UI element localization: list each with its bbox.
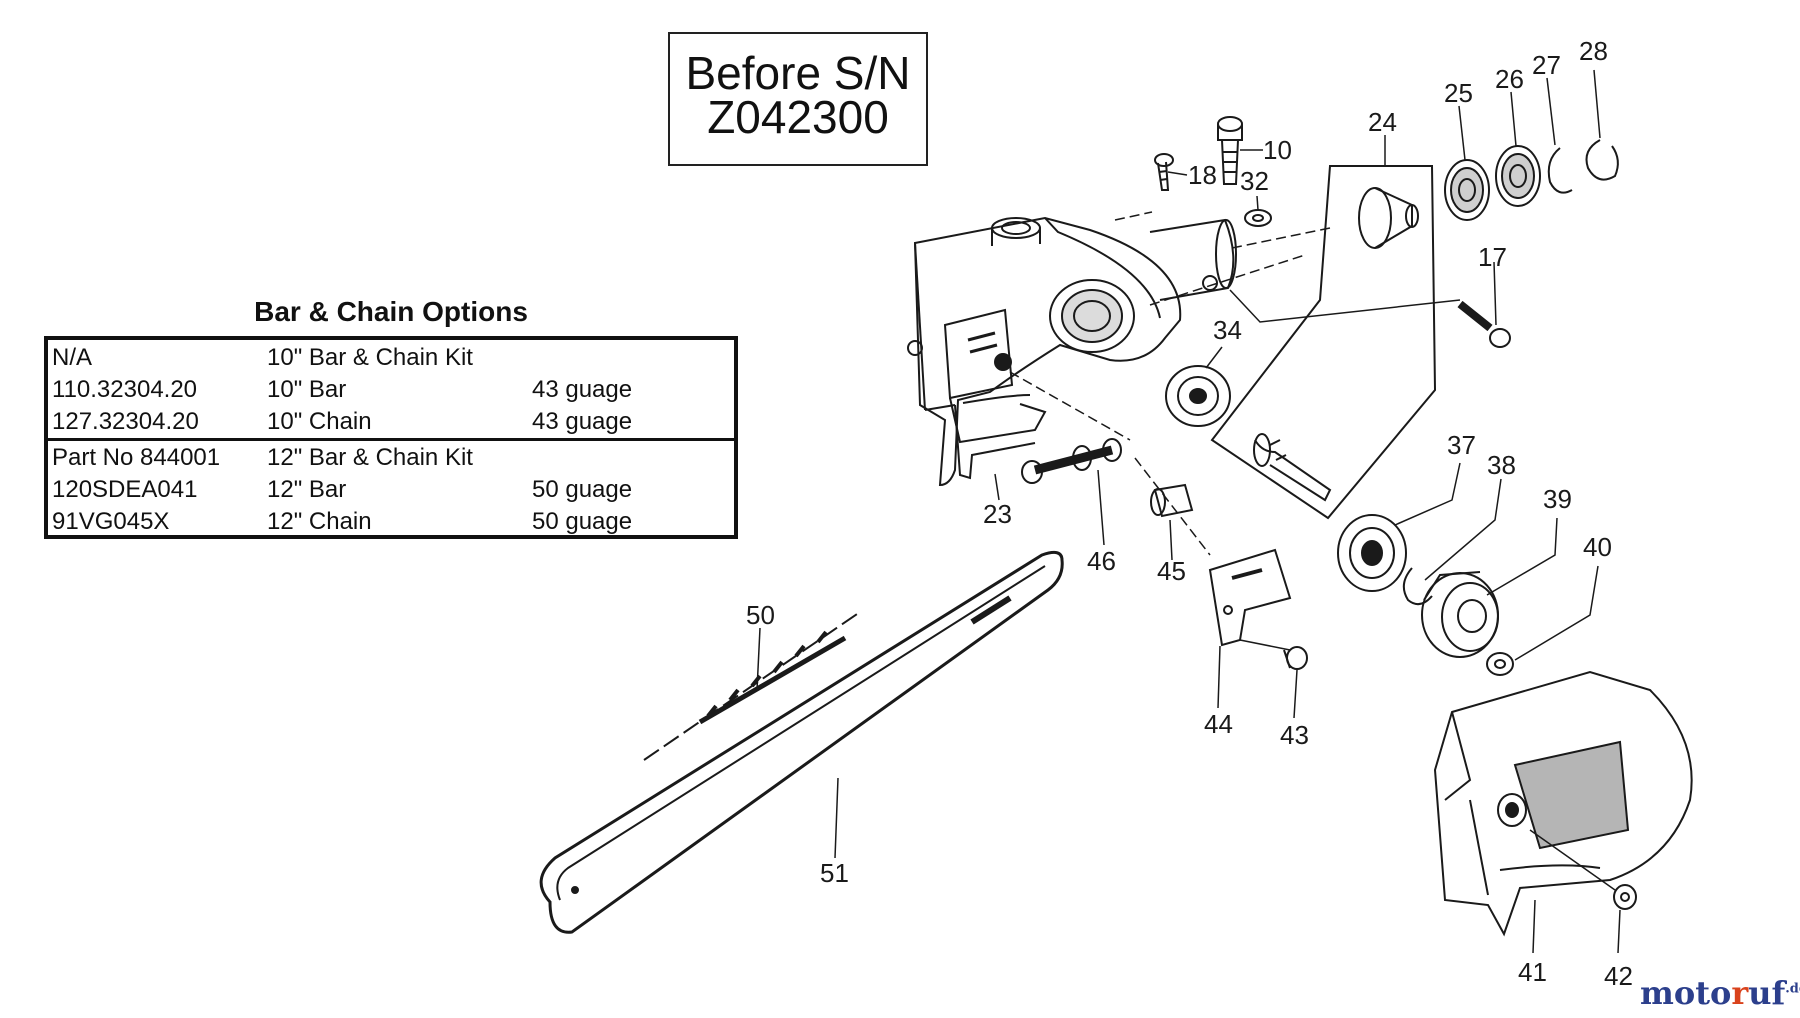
gauge-cell: 50 guage	[532, 508, 633, 535]
part-37-bearing	[1337, 514, 1407, 592]
callout-38: 38	[1487, 450, 1516, 480]
description-cell: 10" Bar	[267, 376, 347, 403]
description-cell: 12" Bar	[267, 476, 347, 503]
part-28-snap-ring	[1585, 139, 1619, 181]
table-row: 120SDEA041 12" Bar 50 guage	[48, 473, 734, 506]
callout-51: 51	[820, 858, 849, 888]
callout-42: 42	[1604, 961, 1633, 991]
callout-23: 23	[983, 499, 1012, 529]
part-25-bearing	[1444, 159, 1490, 221]
callout-43: 43	[1280, 720, 1309, 750]
part-42-nut	[1613, 884, 1637, 910]
callout-39: 39	[1543, 484, 1572, 514]
description-cell: 10" Chain	[267, 408, 372, 435]
part-43-adjuster	[1283, 646, 1308, 670]
part-50-saw-chain	[643, 611, 861, 761]
options-group-10in: N/A 10" Bar & Chain Kit 110.32304.20 10"…	[48, 340, 734, 441]
table-row: 91VG045X 12" Chain 50 guage	[48, 505, 734, 538]
logo-text-accent: r	[1731, 974, 1749, 1012]
description-cell: 12" Chain	[267, 508, 372, 535]
logo-text-part-1: moto	[1640, 974, 1732, 1012]
part-number-cell: Part No 844001	[52, 444, 221, 471]
leader-lines	[756, 69, 1621, 954]
part-number-cell: 110.32304.20	[52, 376, 198, 403]
table-row: Part No 844001 12" Bar & Chain Kit	[48, 441, 734, 474]
part-number-cell: N/A	[52, 344, 93, 371]
gauge-cell: 43 guage	[532, 408, 633, 435]
part-18-screw	[1154, 153, 1174, 191]
description-cell: 10" Bar & Chain Kit	[267, 344, 473, 371]
callout-24: 24	[1368, 107, 1397, 137]
part-27-snap-ring	[1547, 147, 1573, 194]
part-10-bolt	[1217, 116, 1243, 185]
logo-tld: .de	[1785, 981, 1800, 997]
callout-41: 41	[1518, 957, 1547, 987]
part-24-shaft-assembly	[1210, 165, 1437, 520]
table-row: N/A 10" Bar & Chain Kit	[48, 341, 734, 374]
part-46-bolt	[1021, 438, 1122, 484]
callout-32: 32	[1240, 166, 1269, 196]
serial-number-note: Before S/N Z042300	[668, 32, 928, 166]
callout-labels: 10 18 32 24 25 26 27 28 17 34 37 38 39 4…	[746, 36, 1633, 991]
motoruf-logo: motoruf.de	[1640, 974, 1800, 1012]
callout-40: 40	[1583, 532, 1612, 562]
callout-45: 45	[1157, 556, 1186, 586]
options-group-12in: Part No 844001 12" Bar & Chain Kit 120SD…	[48, 441, 734, 539]
part-17-bolt	[1457, 300, 1511, 348]
serial-note-line-2: Z042300	[707, 91, 889, 143]
part-51-guide-bar	[539, 550, 1064, 934]
gauge-cell: 43 guage	[532, 376, 633, 403]
logo-text-part-2: uf	[1748, 974, 1786, 1012]
description-cell: 12" Bar & Chain Kit	[267, 444, 473, 471]
options-table-title: Bar & Chain Options	[254, 296, 528, 327]
serial-note-line-1: Before S/N	[685, 47, 911, 99]
part-40-nut	[1486, 652, 1514, 676]
part-number-cell: 120SDEA041	[52, 476, 198, 503]
callout-44: 44	[1204, 709, 1233, 739]
part-number-cell: 91VG045X	[52, 508, 170, 535]
part-26-bearing	[1495, 145, 1541, 207]
callout-26: 26	[1495, 64, 1524, 94]
callout-17: 17	[1478, 242, 1507, 272]
part-number-cell: 127.32304.20	[52, 408, 199, 435]
callout-27: 27	[1532, 50, 1561, 80]
callout-34: 34	[1213, 315, 1242, 345]
gear-housing	[907, 216, 1237, 487]
bar-chain-options-table: N/A 10" Bar & Chain Kit 110.32304.20 10"…	[44, 336, 738, 539]
table-row: 127.32304.20 10" Chain 43 guage	[48, 405, 734, 438]
gauge-cell: 50 guage	[532, 476, 633, 503]
callout-25: 25	[1444, 78, 1473, 108]
callout-10: 10	[1263, 135, 1292, 165]
callout-18: 18	[1188, 160, 1217, 190]
part-38-ring	[1402, 567, 1433, 606]
part-39-sprocket	[1421, 571, 1499, 658]
callout-46: 46	[1087, 546, 1116, 576]
part-41-side-cover	[1433, 670, 1693, 937]
callout-50: 50	[746, 600, 775, 630]
callout-37: 37	[1447, 430, 1476, 460]
callout-28: 28	[1579, 36, 1608, 66]
part-45-pin	[1150, 483, 1194, 518]
table-row: 110.32304.20 10" Bar 43 guage	[48, 373, 734, 406]
part-32-washer	[1244, 209, 1272, 227]
part-34-bearing	[1165, 365, 1231, 427]
part-44-plate	[1208, 548, 1292, 647]
